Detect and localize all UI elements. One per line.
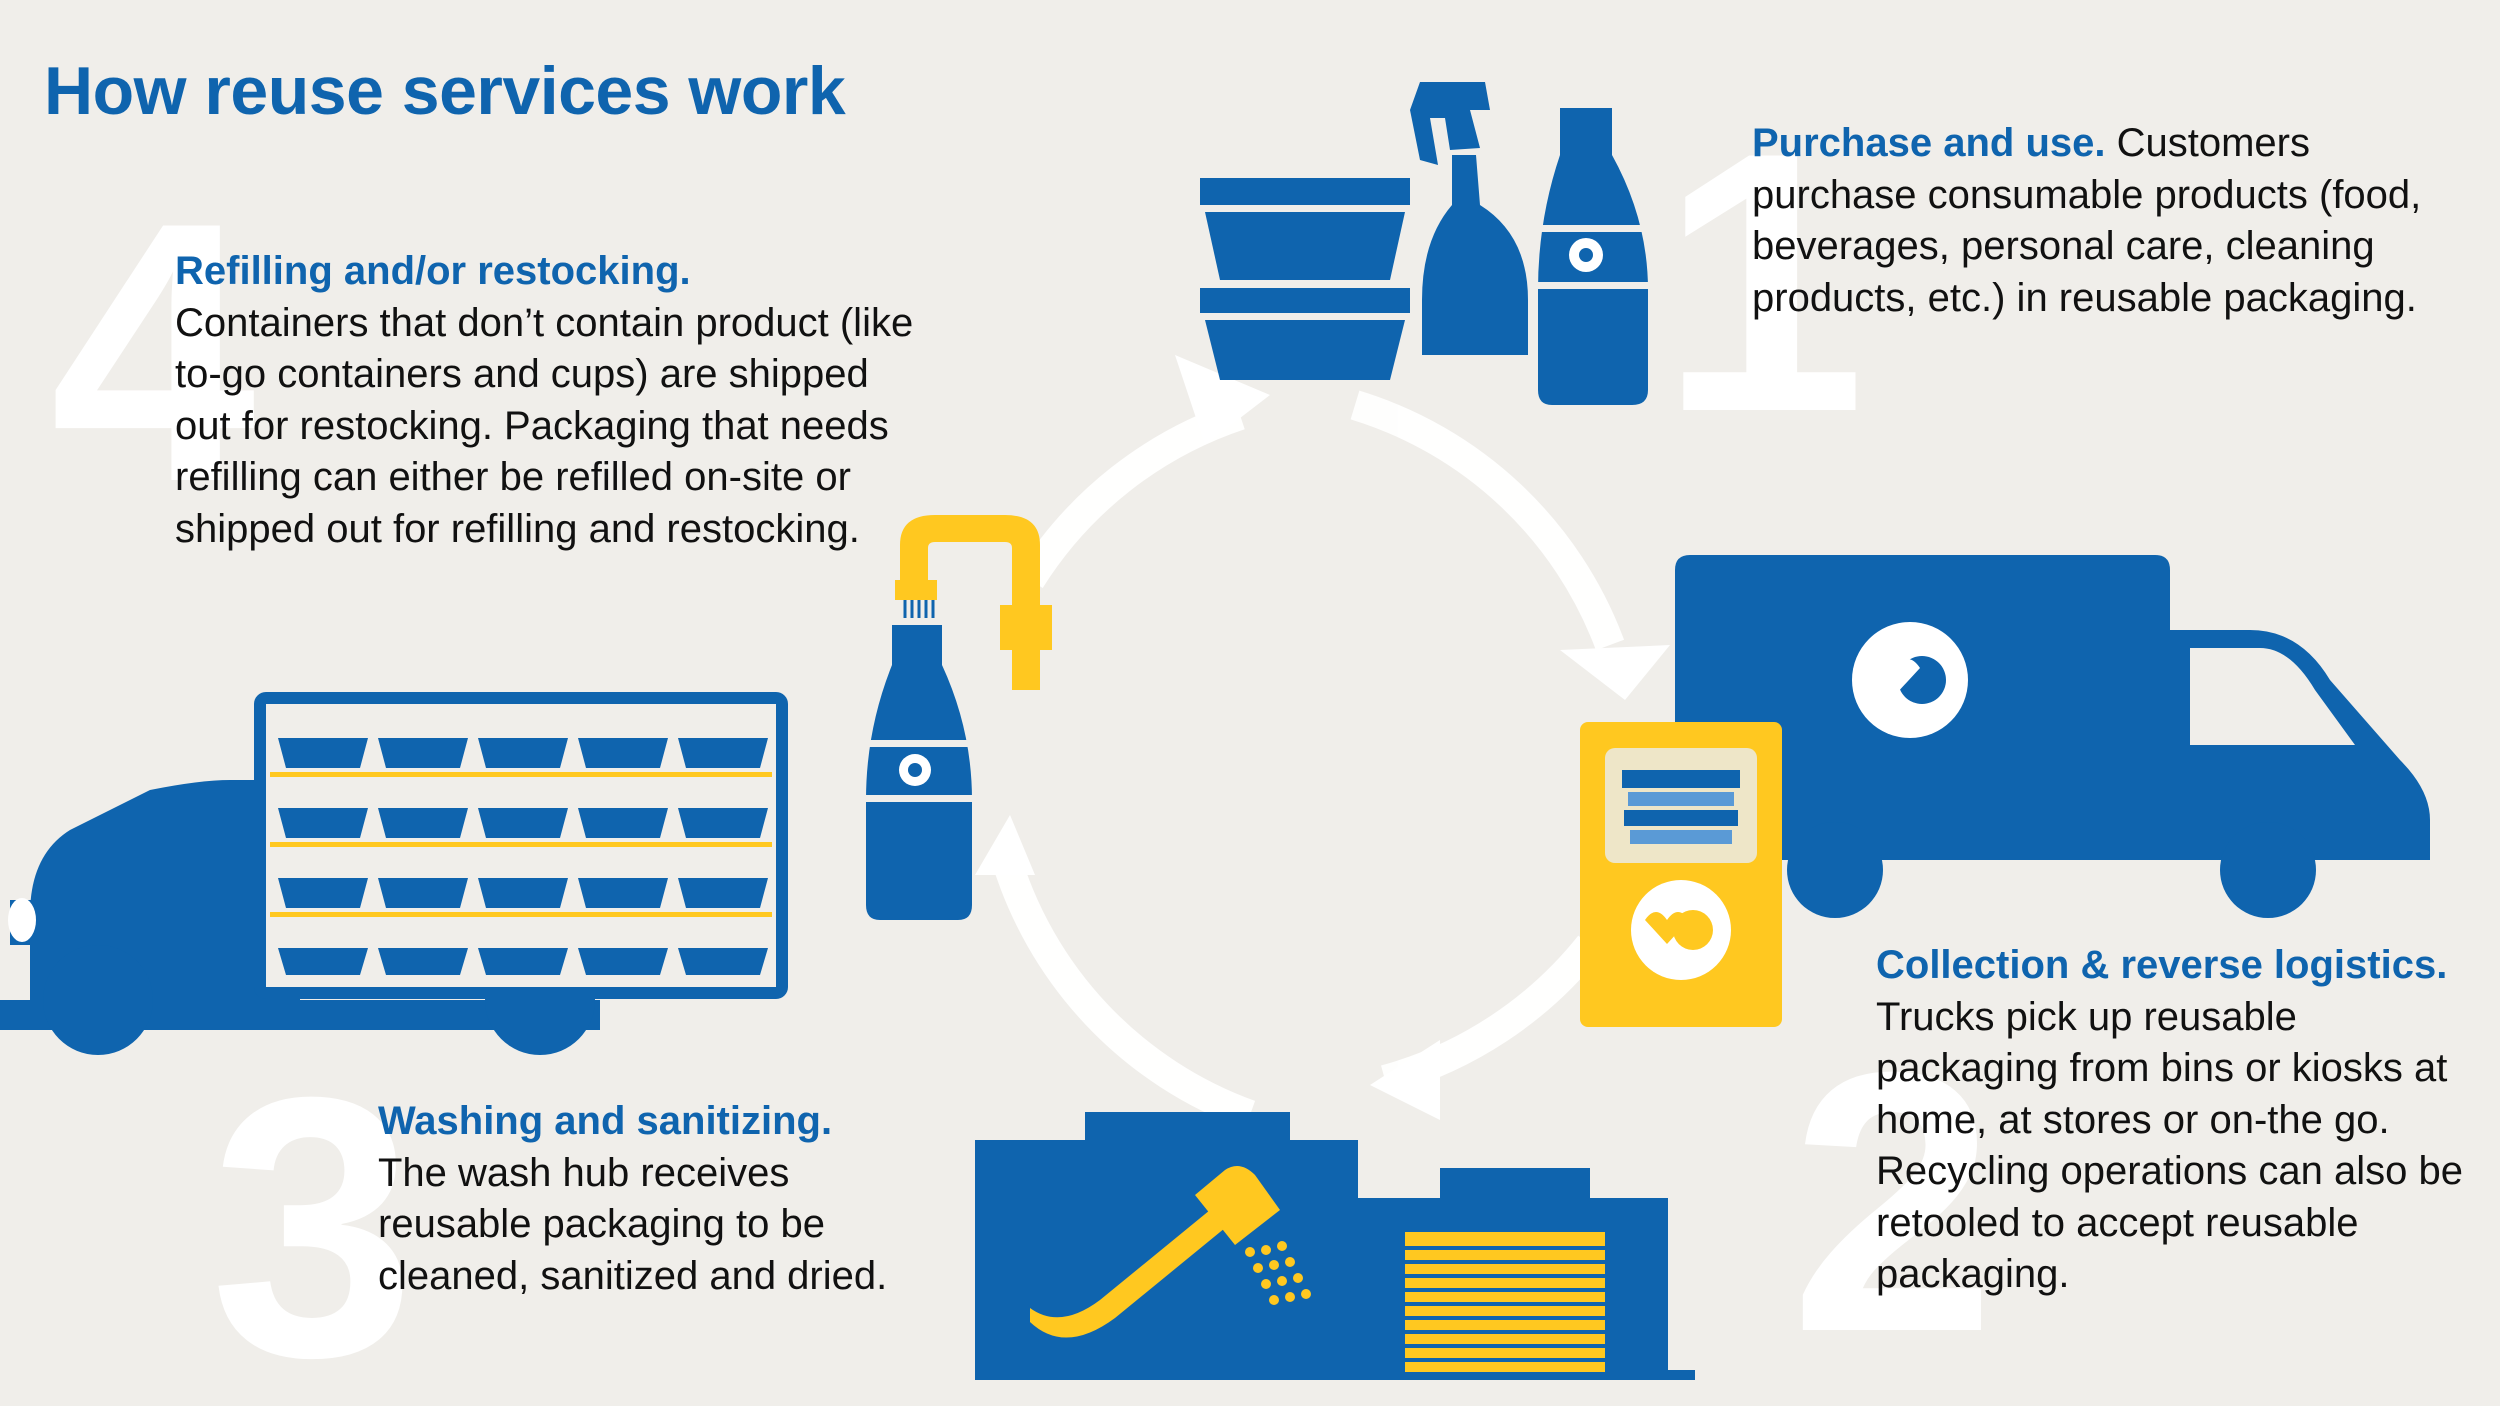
step-2-number: 2 bbox=[1790, 996, 1996, 1406]
food-container-icon bbox=[1200, 178, 1410, 380]
arrowhead-left bbox=[975, 815, 1035, 875]
cycle-arrowheads bbox=[975, 355, 1670, 1120]
step-1-body: Customers purchase consumable products (… bbox=[1752, 121, 2422, 320]
refill-nozzle-icon bbox=[895, 515, 1052, 690]
wash-hub-building-icon bbox=[975, 1112, 1695, 1380]
step-1-lead: Purchase and use. bbox=[1752, 121, 2106, 165]
spray-nozzle-icon bbox=[1030, 1166, 1311, 1338]
cycle-arrow-bottom-left bbox=[990, 850, 1256, 1130]
step-2-text: Collection & reverse logistics. Trucks p… bbox=[1876, 940, 2466, 1301]
step-4-body: Containers that don’t contain product (l… bbox=[175, 300, 914, 551]
collection-kiosk-icon bbox=[1580, 722, 1782, 1027]
step-3-body: The wash hub receives reusable packaging… bbox=[378, 1150, 888, 1298]
step-3-text: Washing and sanitizing. The wash hub rec… bbox=[378, 1096, 938, 1302]
step-2-lead: Collection & reverse logistics. bbox=[1876, 943, 2448, 987]
delivery-truck-icon bbox=[1675, 555, 2430, 918]
cycle-arrows bbox=[990, 390, 1625, 1130]
step-1-number: 1 bbox=[1660, 76, 1866, 489]
spray-bottle-icon bbox=[1410, 82, 1528, 355]
step-3-number: 3 bbox=[210, 1021, 416, 1406]
arrowhead-top bbox=[1175, 355, 1270, 445]
restock-shelves bbox=[270, 772, 772, 917]
step-4-number: 4 bbox=[50, 146, 258, 559]
cycle-arrow-top-right bbox=[1350, 390, 1625, 651]
bottle-icon bbox=[1538, 108, 1648, 405]
step-3-lead: Washing and sanitizing. bbox=[378, 1099, 833, 1143]
step-4-text: Refilling and/or restocking. Containers … bbox=[175, 246, 915, 555]
bottle-icon bbox=[866, 625, 972, 920]
step-1-text: Purchase and use. Customers purchase con… bbox=[1752, 118, 2472, 324]
page-title: How reuse services work bbox=[44, 53, 846, 129]
roll-up-door bbox=[1405, 1232, 1605, 1372]
step-4-lead: Refilling and/or restocking. bbox=[175, 249, 691, 293]
restock-truck-icon bbox=[0, 692, 788, 1055]
step-2-body: Trucks pick up reusable packaging from b… bbox=[1876, 994, 2464, 1297]
arrowhead-right bbox=[1560, 645, 1670, 700]
restock-crates bbox=[278, 738, 768, 975]
arrowhead-bottom bbox=[1370, 1040, 1440, 1120]
